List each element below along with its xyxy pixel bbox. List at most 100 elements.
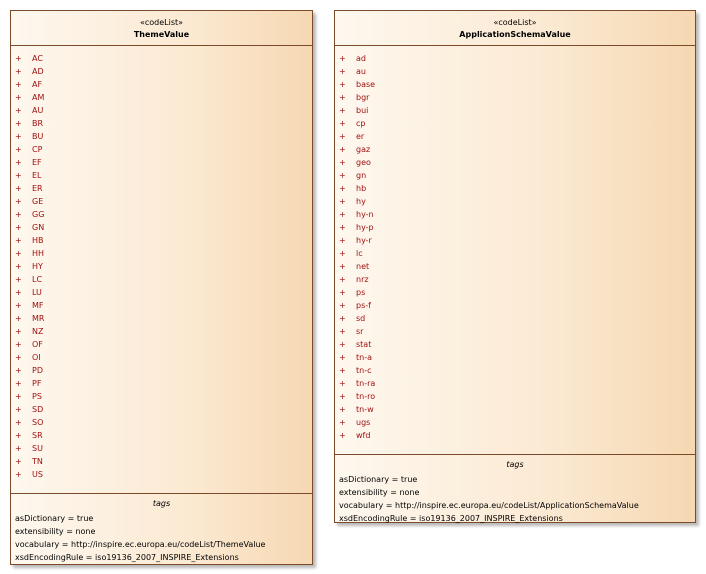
visibility-marker: + <box>339 93 346 102</box>
attribute-row: +tn-w <box>335 403 695 416</box>
visibility-marker: + <box>339 288 346 297</box>
attribute-name: nrz <box>356 275 369 284</box>
visibility-marker: + <box>15 301 22 310</box>
attribute-name: LU <box>32 288 42 297</box>
attribute-name: PS <box>32 392 42 401</box>
attribute-name: BR <box>32 119 44 128</box>
attribute-row: +au <box>335 65 695 78</box>
tags-title: tags <box>152 499 171 508</box>
attribute-name: PF <box>32 379 42 388</box>
attribute-row: +OI <box>11 351 312 364</box>
visibility-marker: + <box>339 145 346 154</box>
visibility-marker: + <box>339 132 346 141</box>
visibility-marker: + <box>15 93 22 102</box>
class-box-theme-value[interactable]: «codeList» ThemeValue +AC+AD+AF+AM+AU+BR… <box>10 10 313 565</box>
tag-value: vocabulary = http://inspire.ec.europa.eu… <box>339 501 639 510</box>
visibility-marker: + <box>339 262 346 271</box>
attribute-row: +HY <box>11 260 312 273</box>
visibility-marker: + <box>339 431 346 440</box>
attribute-name: bgr <box>356 93 370 102</box>
attribute-row: + PS <box>11 390 312 403</box>
attribute-row: +AM <box>11 91 312 104</box>
tag-value: xsdEncodingRule = iso19136_2007_INSPIRE_… <box>15 553 239 562</box>
attribute-name: hy-n <box>356 210 374 219</box>
attribute-row: +lc <box>335 247 695 260</box>
attribute-name: CP <box>32 145 43 154</box>
attribute-row: + net <box>335 260 695 273</box>
attribute-row: +GG <box>11 208 312 221</box>
attribute-row: + bgr <box>335 91 695 104</box>
attribute-row: + sd <box>335 312 695 325</box>
visibility-marker: + <box>15 119 22 128</box>
visibility-marker: + <box>15 444 22 453</box>
attribute-name: MF <box>32 301 44 310</box>
class-stereotype: «codeList» <box>493 18 537 27</box>
visibility-marker: + <box>339 379 346 388</box>
tag-value: vocabulary = http://inspire.ec.europa.eu… <box>15 540 266 549</box>
visibility-marker: + <box>339 171 346 180</box>
visibility-marker: + <box>339 301 346 310</box>
tag-value: xsdEncodingRule = iso19136_2007_INSPIRE_… <box>339 514 563 523</box>
attribute-name: BU <box>32 132 44 141</box>
tags-title: tags <box>506 460 524 469</box>
attribute-name: AC <box>32 54 43 63</box>
attribute-row: +TN <box>11 455 312 468</box>
attribute-name: wfd <box>356 431 371 440</box>
visibility-marker: + <box>339 197 346 206</box>
attribute-row: +AU <box>11 104 312 117</box>
visibility-marker: + <box>15 236 22 245</box>
attribute-name: GN <box>32 223 45 232</box>
attribute-row: +ad <box>335 52 695 65</box>
visibility-marker: + <box>339 418 346 427</box>
visibility-marker: + <box>15 366 22 375</box>
visibility-marker: + <box>339 314 346 323</box>
attribute-row: + NZ <box>11 325 312 338</box>
visibility-marker: + <box>15 197 22 206</box>
visibility-marker: + <box>15 379 22 388</box>
visibility-marker: + <box>15 67 22 76</box>
attribute-name: AU <box>32 106 44 115</box>
attribute-row: +tn-ra <box>335 377 695 390</box>
visibility-marker: + <box>339 54 346 63</box>
attribute-row: +HB <box>11 234 312 247</box>
visibility-marker: + <box>15 340 22 349</box>
visibility-marker: + <box>15 405 22 414</box>
visibility-marker: + <box>15 431 22 440</box>
attribute-name: SR <box>32 431 43 440</box>
tag-value: extensibility = none <box>339 488 420 497</box>
attribute-row: +LC <box>11 273 312 286</box>
attribute-name: gn <box>356 171 367 180</box>
attribute-row: +US <box>11 468 312 481</box>
attribute-row: +AC <box>11 52 312 65</box>
attribute-name: NZ <box>32 327 44 336</box>
attribute-compartment: +AC+AD+AF+AM+AU+BR+BU+CP+EF+EL+ER+GE+GG+… <box>11 46 312 494</box>
visibility-marker: + <box>15 470 22 479</box>
attribute-row: +base <box>335 78 695 91</box>
attribute-name: gaz <box>356 145 371 154</box>
attribute-name: HH <box>32 249 45 258</box>
attribute-name: geo <box>356 158 371 167</box>
tag-value: asDictionary = true <box>15 514 94 523</box>
visibility-marker: + <box>339 353 346 362</box>
visibility-marker: + <box>15 184 22 193</box>
visibility-marker: + <box>15 145 22 154</box>
attribute-name: net <box>356 262 370 271</box>
class-box-application-schema-value[interactable]: «codeList» ApplicationSchemaValue +ad+au… <box>334 10 696 523</box>
attribute-name: sd <box>356 314 366 323</box>
visibility-marker: + <box>15 132 22 141</box>
visibility-marker: + <box>339 158 346 167</box>
attribute-row: +GN <box>11 221 312 234</box>
visibility-marker: + <box>15 275 22 284</box>
visibility-marker: + <box>15 158 22 167</box>
class-stereotype: «codeList» <box>139 18 184 27</box>
attribute-row: +tn-c <box>335 364 695 377</box>
attribute-row: +hy-r <box>335 234 695 247</box>
attribute-name: tn-ro <box>356 392 376 401</box>
attribute-row: +stat <box>335 338 695 351</box>
attribute-row: +tn-ro <box>335 390 695 403</box>
visibility-marker: + <box>15 327 22 336</box>
visibility-marker: + <box>15 392 22 401</box>
